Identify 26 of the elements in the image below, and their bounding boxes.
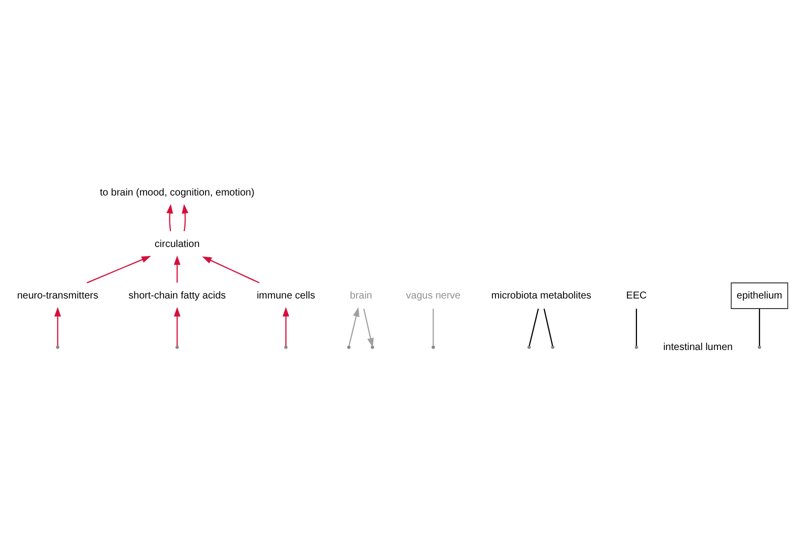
arrow: [348, 306, 360, 346]
connector: [528, 308, 539, 346]
node-text: microbiota metabolites: [491, 290, 592, 301]
arrow: [363, 308, 374, 348]
node-text: short-chain fatty acids: [128, 290, 226, 301]
node-text: to brain (mood, cognition, emotion): [100, 186, 254, 198]
node-text: immune cells: [256, 290, 316, 301]
node-text: brain: [350, 290, 372, 301]
arrow: [54, 306, 61, 346]
arrow: [166, 203, 174, 231]
arrow: [282, 306, 290, 346]
node-text: EEC: [626, 290, 647, 301]
node-text: vagus nerve: [406, 290, 461, 301]
arrow: [174, 254, 180, 282]
connector: [544, 308, 554, 346]
connector: [636, 308, 637, 346]
arrow: [202, 256, 260, 283]
node-text: neuro-transmitters: [17, 290, 98, 301]
node-text: intestinal lumen: [663, 341, 733, 352]
connector: [432, 308, 434, 346]
connector: [758, 308, 760, 346]
arrow: [182, 203, 188, 231]
node-text: circulation: [154, 238, 200, 250]
arrow: [86, 255, 152, 283]
arrow: [174, 306, 180, 346]
node-box: epithelium: [730, 282, 788, 308]
